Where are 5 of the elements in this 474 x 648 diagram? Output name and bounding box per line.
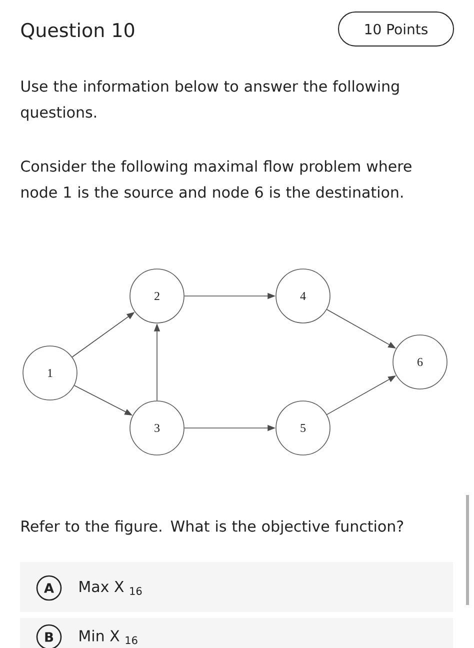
question-text: Refer to the figure. What is the objective function? xyxy=(22,520,404,535)
question-text: Use the information below to answer the following questions. xyxy=(21,80,399,121)
question-text: Consider the following maximal flow problem where node 1 is the source and node 6 is the destination. xyxy=(21,160,412,198)
question-title: Question 10 xyxy=(21,22,134,40)
points-badge: 10 Points xyxy=(338,12,454,46)
